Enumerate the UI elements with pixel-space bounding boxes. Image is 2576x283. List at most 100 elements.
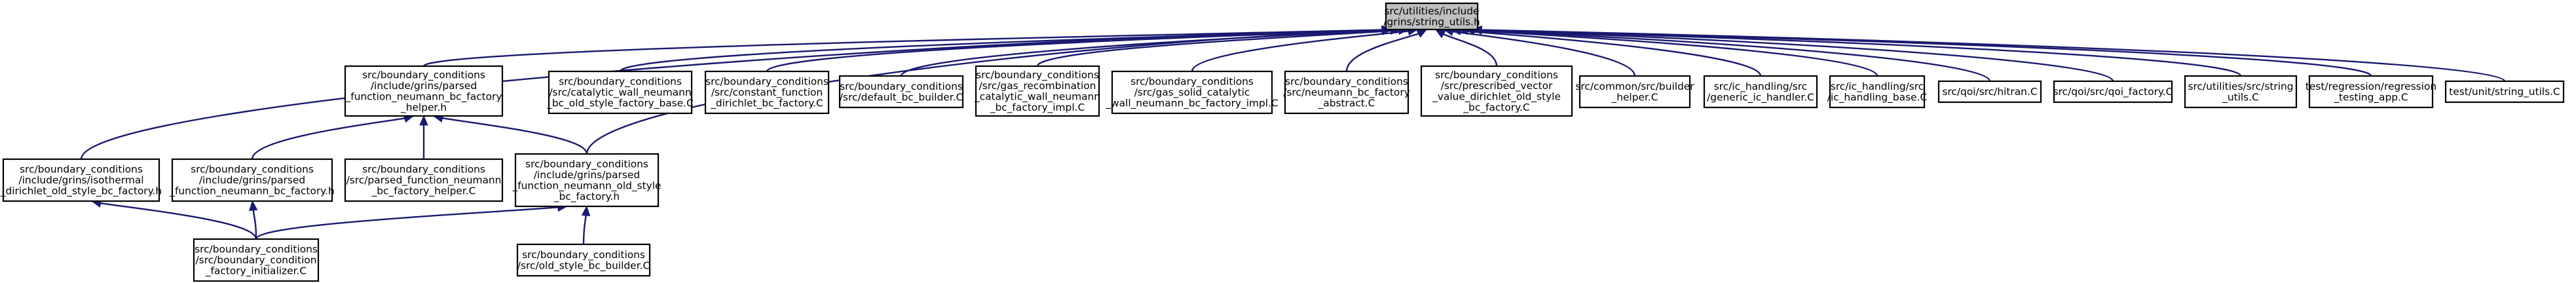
root-file-node[interactable]: src/utilities/include/grins/string_utils… [1383, 2, 1480, 31]
node-label-line: _helper.h [400, 102, 447, 114]
dependency-edge [1191, 30, 1409, 72]
file-node[interactable]: src/qoi/src/qoi_factory.C [2053, 80, 2173, 104]
dependency-edge [582, 215, 587, 245]
file-node[interactable]: test/unit/string_utils.C [2444, 80, 2565, 104]
node-label-line: _bc_factory.C [1463, 102, 1529, 114]
node-label-line: _abstract.C [1318, 98, 1375, 110]
dependency-edge [1481, 29, 2506, 82]
dependency-edge [1474, 29, 1991, 82]
node-label-line: test/unit/string_utils.C [2449, 86, 2560, 98]
root-node-box [1385, 2, 1479, 31]
file-node[interactable]: src/common/src/builder_helper.C [1575, 75, 1694, 109]
dependency-edge [1443, 33, 1498, 67]
file-node[interactable]: src/utilities/src/string_utils.C [2184, 75, 2298, 109]
node-label-line: /src/prescribed_vector [1441, 80, 1553, 92]
node-label-line: src/utilities/include [1384, 5, 1479, 17]
node-box [2053, 80, 2173, 104]
node-box [2444, 80, 2565, 104]
node-label-line: /include/grins/isothermal [18, 174, 143, 186]
node-label-line: /src/gas_recombination [979, 80, 1096, 92]
node-label-line: _bc_factory.h [553, 191, 620, 203]
node-box [2, 158, 160, 202]
arrowhead [249, 200, 258, 212]
file-node[interactable]: src/boundary_conditions/src/boundary_con… [193, 238, 320, 282]
node-label-line: src/boundary_conditions [705, 76, 829, 88]
node-label-line: /include/grins/parsed [371, 80, 477, 92]
file-node[interactable]: src/boundary_conditions/include/grins/pa… [169, 158, 335, 202]
node-box [1420, 65, 1573, 117]
node-label-line: _function_neumann_bc_factory [345, 90, 502, 103]
node-label-line: src/boundary_conditions [840, 81, 963, 93]
dependency-edge [255, 206, 558, 240]
node-label-line: src/boundary_conditions [522, 249, 645, 261]
file-node[interactable]: src/boundary_conditions/src/prescribed_v… [1420, 65, 1573, 117]
dependency-edges [80, 25, 2506, 245]
node-label-line: src/common/src/builder [1575, 81, 1694, 92]
node-label-line: _bc_factory_helper.C [371, 185, 476, 198]
node-box [2184, 75, 2298, 109]
node-box [1284, 70, 1409, 115]
file-node[interactable]: src/boundary_conditions/src/old_style_bc… [516, 243, 651, 277]
file-node[interactable]: src/boundary_conditions/src/parsed_funct… [344, 158, 504, 202]
dependency-edge [422, 29, 1383, 67]
node-label-line: /src/constant_function [711, 86, 823, 99]
dependency-edge [1467, 29, 1878, 77]
file-node[interactable]: test/regression/regression_testing_app.C [2305, 75, 2436, 109]
node-label-line: /src/parsed_function_neumann [346, 174, 502, 187]
node-box [171, 158, 333, 202]
dependency-edge [1345, 33, 1419, 72]
node-label-line: _function_neumann_old_style [512, 179, 662, 192]
file-node[interactable]: src/boundary_conditions/include/grins/pa… [512, 153, 662, 208]
node-label-line: _value_dirichlet_old_style [1432, 90, 1561, 103]
node-label-line: src/qoi/src/qoi_factory.C [2053, 86, 2173, 98]
node-box [1578, 75, 1691, 109]
file-node[interactable]: src/boundary_conditions/src/gas_recombin… [974, 65, 1100, 117]
node-label-line: src/boundary_conditions [362, 164, 485, 176]
node-label-line: src/boundary_conditions [1435, 69, 1558, 81]
arrowhead [581, 205, 591, 216]
node-label-line: _factory_initializer.C [205, 265, 307, 278]
dependency-edge [1460, 29, 1762, 77]
node-box [1111, 70, 1273, 115]
node-label-line: _helper.C [1611, 91, 1658, 104]
node-label-line: _catalytic_wall_neumann [974, 90, 1100, 103]
node-box [344, 158, 504, 202]
node-label-line: /include/grins/parsed [199, 174, 305, 186]
node-label-line: src/ic_handling/src [1714, 81, 1808, 93]
dependency-edge [100, 202, 257, 240]
node-label-line: src/boundary_conditions [362, 69, 485, 81]
node-label-line: src/boundary_conditions [976, 69, 1099, 81]
dependency-edge [442, 117, 588, 155]
node-box [1703, 75, 1818, 109]
node-label-line: src/boundary_conditions [195, 244, 318, 256]
node-label-line: /src/neumann_bc_factory [1283, 86, 1410, 99]
node-label-line: test/regression/regression [2305, 81, 2436, 92]
node-box [514, 153, 660, 208]
node-box [193, 238, 320, 282]
file-node[interactable]: src/boundary_conditions/src/constant_fun… [704, 70, 830, 115]
node-label-line: src/boundary_conditions [1130, 76, 1254, 88]
dependency-edge [251, 117, 405, 160]
node-label-line: src/qoi/src/hitran.C [1942, 86, 2037, 98]
file-node[interactable]: src/boundary_conditions/include/grins/pa… [344, 65, 504, 117]
file-node[interactable]: src/qoi/src/hitran.C [1937, 80, 2042, 104]
dependency-edge [766, 29, 1383, 72]
node-label-line: _bc_old_style_factory_base.C [546, 98, 694, 110]
dependency-edge [252, 210, 257, 240]
dependency-edge [1036, 29, 1400, 67]
file-node[interactable]: src/boundary_conditions/src/gas_solid_ca… [1105, 70, 1279, 115]
node-label-line: src/ic_handling/src [1831, 81, 1924, 93]
file-node[interactable]: src/ic_handling/src/ic_handling_base.C [1827, 75, 1927, 109]
node-label-line: _bc_factory_impl.C [990, 102, 1085, 114]
dependency-edge [586, 29, 1383, 155]
file-node[interactable]: src/boundary_conditions/src/neumann_bc_f… [1283, 70, 1410, 115]
file-node[interactable]: src/boundary_conditions/include/grins/is… [0, 158, 162, 202]
file-node[interactable]: src/ic_handling/src/generic_ic_handler.C [1703, 75, 1818, 109]
arrowhead [1416, 29, 1428, 38]
node-box [516, 243, 651, 277]
file-node[interactable]: src/boundary_conditions/src/catalytic_wa… [546, 70, 694, 115]
file-node[interactable]: src/boundary_conditions/src/default_bc_b… [838, 75, 964, 109]
node-box [2308, 75, 2434, 109]
